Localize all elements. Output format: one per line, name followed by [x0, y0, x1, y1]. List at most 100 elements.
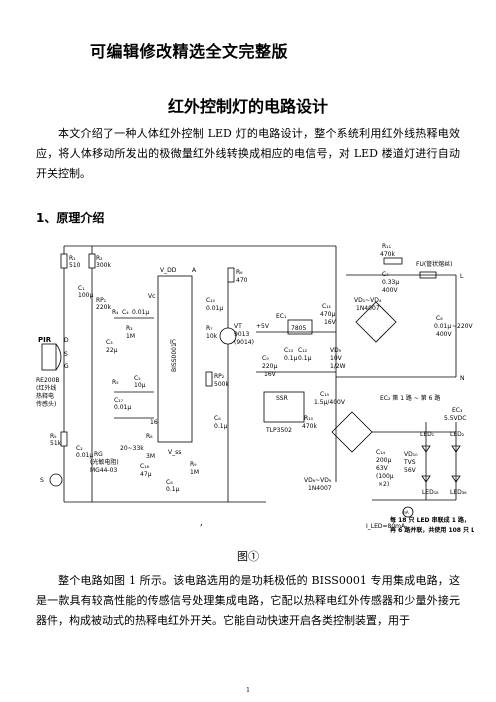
- svg-text:R₈: R₈: [146, 433, 153, 440]
- svg-text:C₁₂: C₁₂: [298, 347, 308, 354]
- svg-text:LED₁: LED₁: [420, 431, 435, 438]
- svg-text:0.01μ: 0.01μ: [206, 305, 223, 312]
- svg-text:400V: 400V: [382, 287, 398, 294]
- svg-text:S: S: [64, 351, 68, 358]
- svg-text:C₆: C₆: [214, 415, 221, 422]
- svg-text:VD₁₀: VD₁₀: [404, 451, 418, 458]
- svg-text:470μ: 470μ: [320, 311, 335, 318]
- svg-text:C₁₇: C₁₇: [114, 397, 124, 404]
- svg-text:7805: 7805: [291, 325, 306, 332]
- svg-text:47μ: 47μ: [140, 471, 152, 478]
- figure-caption: 图①: [237, 550, 259, 563]
- svg-text:R₃: R₃: [126, 325, 133, 332]
- svg-text:16V: 16V: [324, 319, 337, 326]
- svg-text:R₆: R₆: [236, 269, 243, 276]
- page-number: 1: [246, 687, 250, 694]
- svg-text:220k: 220k: [96, 304, 111, 311]
- svg-text:1.5μ/400V: 1.5μ/400V: [314, 399, 346, 406]
- svg-text:EC₂ 第 1 路 ~ 第 6 路: EC₂ 第 1 路 ~ 第 6 路: [380, 394, 440, 402]
- svg-text:R₁₀: R₁₀: [304, 415, 314, 422]
- svg-text:63V: 63V: [376, 465, 389, 472]
- pir-sensor: PIR RE200B (红外线 热释电 传感头) D S G: [36, 336, 69, 408]
- svg-text:D: D: [64, 337, 69, 344]
- svg-text:LED₃₆: LED₃₆: [450, 489, 467, 496]
- svg-text:C₁₀: C₁₀: [206, 297, 216, 304]
- svg-text:16: 16: [150, 419, 158, 426]
- svg-text:0.01μ: 0.01μ: [434, 323, 451, 330]
- svg-text:mA: mA: [402, 510, 409, 515]
- svg-text:热释电: 热释电: [36, 392, 54, 400]
- svg-text:1N4007: 1N4007: [356, 305, 380, 312]
- svg-text:~220V: ~220V: [452, 323, 473, 330]
- svg-text:C₉: C₉: [262, 355, 269, 362]
- svg-text:C₁₁: C₁₁: [322, 303, 332, 310]
- svg-text:0.01μ: 0.01μ: [76, 452, 93, 459]
- svg-text:1M: 1M: [126, 333, 135, 340]
- svg-text:R₄: R₄: [112, 309, 119, 316]
- svg-text:A: A: [192, 267, 197, 274]
- svg-text:I_LED=80mA: I_LED=80mA: [366, 523, 406, 530]
- svg-text:VD₆~VD₉: VD₆~VD₉: [304, 477, 332, 484]
- svg-text:C₆: C₆: [166, 479, 173, 486]
- svg-text:5.5VDC: 5.5VDC: [444, 415, 466, 422]
- svg-text:22μ: 22μ: [106, 347, 118, 354]
- svg-text:R₁: R₁: [69, 255, 76, 262]
- svg-text:S: S: [40, 477, 44, 484]
- svg-text:R₅: R₅: [50, 433, 57, 440]
- svg-text:C₂: C₂: [76, 445, 83, 452]
- svg-text:(100μ: (100μ: [376, 473, 394, 480]
- svg-text:VT: VT: [234, 323, 242, 330]
- circuit-diagram: PIR RE200B (红外线 热释电 传感头) D S G R₁ 510 R₅…: [36, 232, 484, 538]
- svg-text:400V: 400V: [436, 331, 452, 338]
- svg-text:EC₁: EC₁: [276, 313, 287, 320]
- svg-text:LED₂: LED₂: [450, 431, 465, 438]
- svg-text:L: L: [460, 273, 464, 280]
- svg-text:0.33μ: 0.33μ: [382, 279, 399, 286]
- svg-text:0.1μ: 0.1μ: [284, 355, 298, 362]
- svg-text:VD₁~VD₄: VD₁~VD₄: [354, 297, 382, 304]
- svg-text:R₁₁: R₁₁: [382, 243, 392, 250]
- svg-text:1N4007: 1N4007: [308, 485, 332, 492]
- svg-text:220μ: 220μ: [262, 363, 277, 370]
- svg-text:传感头): 传感头): [36, 400, 56, 408]
- svg-text:G: G: [64, 363, 69, 370]
- svg-text:×2): ×2): [378, 481, 389, 488]
- svg-text:RP₂: RP₂: [214, 373, 225, 380]
- svg-text:100μ: 100μ: [78, 292, 93, 299]
- svg-text:再 6 路并联，共使用 108 只 LED: 再 6 路并联，共使用 108 只 LED: [390, 526, 474, 534]
- svg-text:300k: 300k: [96, 262, 111, 269]
- svg-text:200μ: 200μ: [376, 457, 391, 464]
- svg-text:TVS: TVS: [403, 459, 416, 466]
- svg-text:R₂: R₂: [96, 255, 103, 262]
- svg-text:0.1μ: 0.1μ: [166, 486, 180, 493]
- svg-text:N: N: [460, 375, 465, 382]
- svg-text:510: 510: [69, 262, 81, 269]
- svg-text:470k: 470k: [302, 423, 317, 430]
- svg-text:51k: 51k: [50, 440, 62, 447]
- svg-text:MG44-03: MG44-03: [90, 467, 117, 474]
- svg-text:R₇: R₇: [206, 325, 213, 332]
- svg-text:470: 470: [236, 277, 248, 284]
- section-heading: 1、原理介绍: [36, 211, 105, 225]
- svg-text:每 18 只 LED 串联成 1 路，: 每 18 只 LED 串联成 1 路，: [389, 516, 470, 524]
- svg-text:20~33k: 20~33k: [120, 445, 144, 452]
- svg-text:3M: 3M: [146, 453, 155, 460]
- svg-text:RP₁: RP₁: [96, 297, 107, 304]
- svg-text:(光敏电阻): (光敏电阻): [90, 458, 119, 466]
- svg-text:V_DD: V_DD: [160, 267, 177, 274]
- svg-text:9013: 9013: [234, 331, 249, 338]
- svg-text:C₄: C₄: [122, 309, 129, 316]
- svg-text:10V: 10V: [330, 355, 343, 362]
- svg-text:C₁₅: C₁₅: [320, 391, 330, 398]
- svg-text:R₉: R₉: [190, 461, 197, 468]
- svg-text:C₅: C₅: [134, 375, 141, 382]
- body-paragraph: 整个电路如图 1 所示。该电路选用的是功耗极低的 BISS0001 专用集成电路…: [36, 574, 460, 627]
- svg-text:LED₁₈: LED₁₈: [422, 489, 439, 496]
- svg-text:16V: 16V: [264, 371, 277, 378]
- svg-text:C₁₄: C₁₄: [376, 449, 386, 456]
- svg-text:C₈: C₈: [436, 315, 443, 322]
- svg-text:0.1μ: 0.1μ: [214, 423, 228, 430]
- svg-text:SSR: SSR: [276, 395, 288, 402]
- svg-text:470k: 470k: [380, 251, 395, 258]
- svg-text:0.01μ: 0.01μ: [132, 309, 149, 316]
